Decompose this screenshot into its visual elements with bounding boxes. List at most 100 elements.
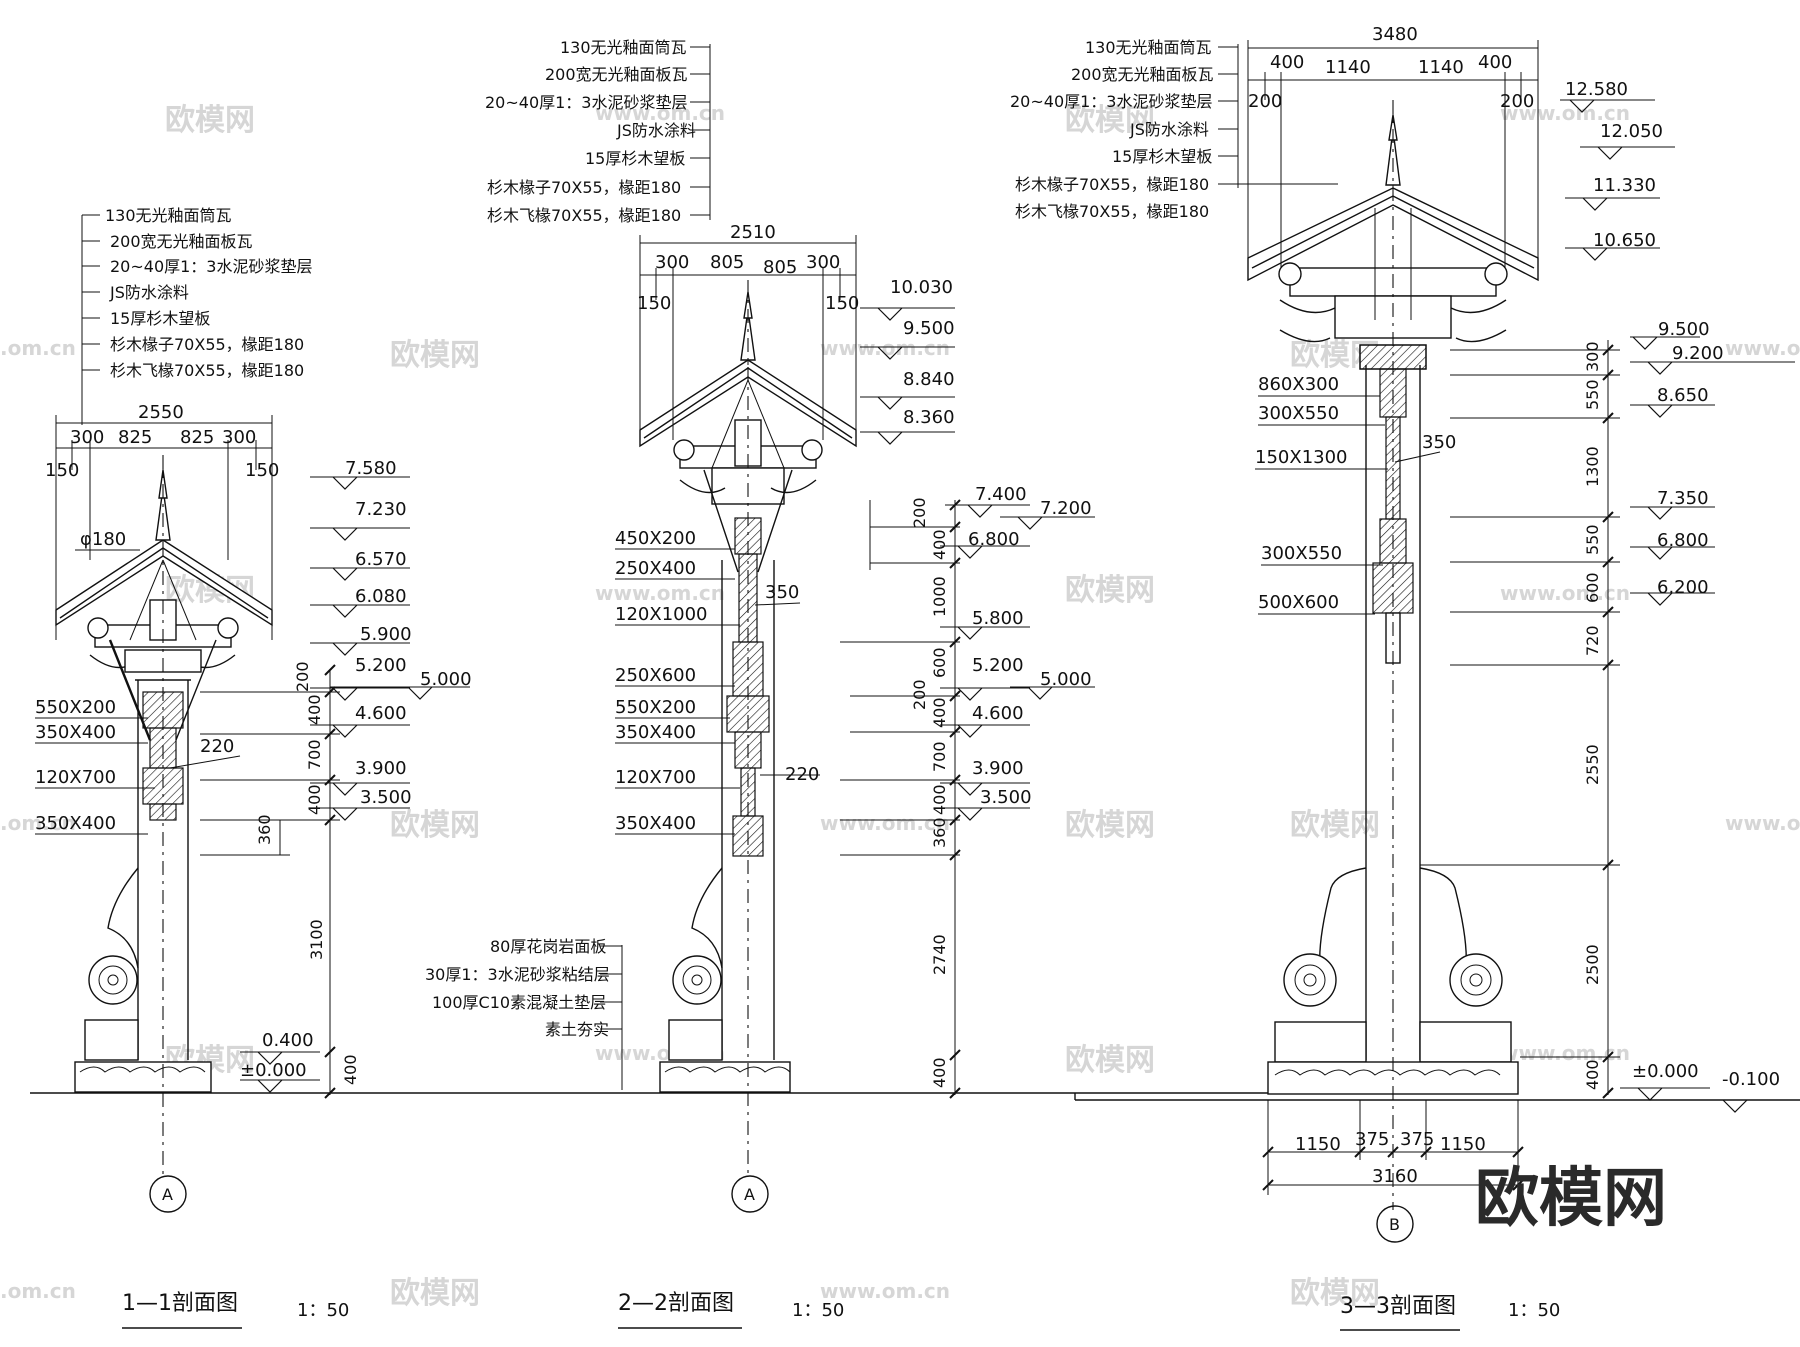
watermark-url: www.om.cn bbox=[1500, 101, 1630, 125]
watermark-url: .om.cn bbox=[0, 811, 76, 835]
dim-text: 150 bbox=[45, 460, 79, 481]
dim-text: 360 bbox=[255, 814, 274, 845]
elevation-label: 5.900 bbox=[360, 624, 412, 645]
roof-3 bbox=[1247, 110, 1539, 343]
section-sizes-3: 860X300 300X550 150X1300 300X550 500X600… bbox=[1255, 374, 1456, 615]
dim-text: 3100 bbox=[307, 919, 326, 960]
layer-label: 130无光釉面筒瓦 bbox=[105, 206, 232, 225]
section-sizes-2: 450X200 250X400 120X1000 250X600 550X200… bbox=[615, 528, 820, 835]
section-size-label: 250X600 bbox=[615, 665, 696, 686]
watermark: 欧模网 bbox=[1065, 103, 1155, 138]
dim-text: 400 bbox=[930, 697, 949, 728]
dim-text: 300 bbox=[1583, 341, 1602, 372]
base-layer-label: 30厚1：3水泥砂浆粘结层 bbox=[425, 965, 610, 984]
dim-text: 400 bbox=[930, 1057, 949, 1088]
layer-label: 130无光釉面筒瓦 bbox=[560, 38, 687, 57]
layer-label: 200宽无光釉面板瓦 bbox=[110, 232, 253, 251]
dim-text: 375 bbox=[1355, 1129, 1389, 1150]
top-dimensions-2: 2510 300 805 805 300 150 150 bbox=[637, 222, 859, 440]
elevation-label: 6.570 bbox=[355, 549, 407, 570]
ground-line bbox=[30, 1092, 1800, 1101]
section-size-label: 120X700 bbox=[615, 767, 696, 788]
elevation-label: 3.500 bbox=[360, 787, 412, 808]
dim-text: 825 bbox=[118, 427, 152, 448]
dim-text: 1140 bbox=[1418, 57, 1464, 78]
watermark-url: .om.cn bbox=[0, 1279, 76, 1303]
column-size-label: 350 bbox=[765, 582, 799, 603]
dim-text: 400 bbox=[1583, 1059, 1602, 1090]
elevation-label: 0.400 bbox=[262, 1030, 314, 1051]
layer-label: 15厚杉木望板 bbox=[110, 309, 210, 328]
dim-text: 400 bbox=[930, 784, 949, 815]
elevation-label: 5.800 bbox=[972, 608, 1024, 629]
vertical-dimensions-1: 200 400 700 400 360 3100 400 bbox=[200, 661, 360, 1099]
drawing-scale-1: 1：50 bbox=[297, 1300, 349, 1321]
vertical-dimensions-3: 300 550 1300 550 600 720 2550 2500 400 bbox=[1420, 340, 1620, 1099]
base-layer-label: 100厚C10素混凝土垫层 bbox=[432, 993, 606, 1012]
elevation-label: 6.080 bbox=[355, 586, 407, 607]
dim-text: 720 bbox=[1583, 625, 1602, 656]
watermark: 欧模网 bbox=[390, 338, 480, 373]
dim-text: 400 bbox=[1270, 52, 1304, 73]
dim-text: 300 bbox=[806, 252, 840, 273]
section-size-label: 300X550 bbox=[1258, 403, 1339, 424]
section-size-label: 350X400 bbox=[35, 722, 116, 743]
dim-text: 700 bbox=[930, 741, 949, 772]
elevation-label: 7.400 bbox=[975, 484, 1027, 505]
axis-bubble-2 bbox=[731, 1175, 769, 1213]
watermark: 欧模网 bbox=[390, 1276, 480, 1311]
elevation-label: 4.600 bbox=[355, 703, 407, 724]
layer-label: 杉木椽子70X55，椽距180 bbox=[1015, 175, 1209, 194]
layer-label: 20~40厚1：3水泥砂浆垫层 bbox=[1010, 92, 1213, 111]
layer-label: 200宽无光釉面板瓦 bbox=[1071, 65, 1214, 84]
dim-text: 360 bbox=[930, 817, 949, 848]
dim-text: 1300 bbox=[1583, 446, 1602, 487]
top-dimensions-3: 3480 400 1140 1140 400 200 200 bbox=[1247, 24, 1539, 268]
elevation-label: 12.050 bbox=[1600, 121, 1663, 142]
drawing-title-3: 3—3剖面图 bbox=[1340, 1294, 1456, 1319]
dim-text: 400 bbox=[1478, 52, 1512, 73]
elevation-label: 3.500 bbox=[980, 787, 1032, 808]
dim-overall-width: 2550 bbox=[138, 402, 184, 423]
dim-overall-width: 2510 bbox=[730, 222, 776, 243]
layer-label: JS防水涂料 bbox=[616, 121, 696, 140]
dim-text: 600 bbox=[1583, 572, 1602, 603]
watermark: 欧模网 bbox=[1065, 573, 1155, 608]
elevation-label: 11.330 bbox=[1593, 175, 1656, 196]
section-size-label: 500X600 bbox=[1258, 592, 1339, 613]
dim-text: 200 bbox=[1248, 91, 1282, 112]
elevation-label: -0.100 bbox=[1722, 1069, 1780, 1090]
watermark-url: www.om.cn bbox=[820, 336, 950, 360]
elevation-marks-2: 10.030 9.500 8.840 8.360 7.400 7.200 6.8… bbox=[860, 277, 1095, 821]
base-layer-labels: 80厚花岗岩面板 30厚1：3水泥砂浆粘结层 100厚C10素混凝土垫层 素土夯… bbox=[425, 937, 623, 1090]
dim-text: 550 bbox=[1583, 524, 1602, 555]
drawing-title-2: 2—2剖面图 bbox=[618, 1291, 734, 1316]
layer-label: 杉木飞椽70X55，椽距180 bbox=[1015, 202, 1209, 221]
dim-text: 1150 bbox=[1295, 1134, 1341, 1155]
section-size-label: 450X200 bbox=[615, 528, 696, 549]
watermark-url: .om.cn bbox=[0, 336, 76, 360]
section-size-label: 350X400 bbox=[35, 813, 116, 834]
section-size-label: 550X200 bbox=[35, 697, 116, 718]
layer-label: 20~40厚1：3水泥砂浆垫层 bbox=[110, 257, 313, 276]
dim-text: 150 bbox=[825, 293, 859, 314]
section-3-3: B 3480 400 1140 1140 400 200 200 130无光釉面… bbox=[1010, 24, 1800, 1331]
layer-label: 杉木飞椽70X55，椽距180 bbox=[110, 361, 304, 380]
dim-text: 2740 bbox=[930, 934, 949, 975]
watermark: 欧模网 bbox=[1290, 808, 1380, 843]
dim-text: 200 bbox=[293, 661, 312, 692]
drawing-scale-2: 1：50 bbox=[792, 1300, 844, 1321]
elevation-label: 12.580 bbox=[1565, 79, 1628, 100]
dim-text: 805 bbox=[710, 252, 744, 273]
watermark-url: www.om.cn bbox=[595, 101, 725, 125]
section-size-label: 150X1300 bbox=[1255, 447, 1348, 468]
dim-text: 150 bbox=[245, 460, 279, 481]
watermark-url: www.om.cn bbox=[820, 811, 950, 835]
elevation-label: 9.200 bbox=[1672, 343, 1724, 364]
watermark-url: www.om.cn bbox=[1500, 581, 1630, 605]
roof-layer-labels-1: 130无光釉面筒瓦 200宽无光釉面板瓦 20~40厚1：3水泥砂浆垫层 JS防… bbox=[81, 206, 313, 425]
dim-text: 400 bbox=[305, 784, 324, 815]
elevation-label: 9.500 bbox=[903, 318, 955, 339]
layer-label: 130无光釉面筒瓦 bbox=[1085, 38, 1212, 57]
